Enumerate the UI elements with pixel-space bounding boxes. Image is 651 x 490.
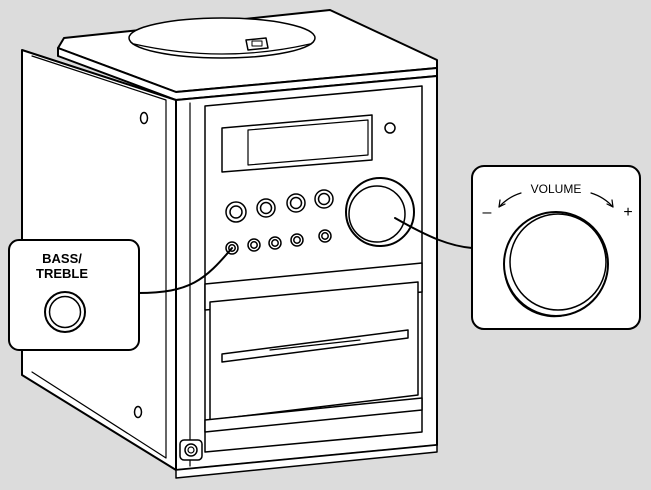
function-button[interactable] bbox=[256, 198, 276, 218]
remote-sensor bbox=[384, 122, 396, 134]
cd-lid bbox=[128, 17, 316, 59]
stereo-unit bbox=[21, 9, 438, 479]
volume-minus-sign: – bbox=[483, 204, 492, 221]
volume-arrowhead-left bbox=[498, 199, 506, 208]
side-panel-edge bbox=[31, 55, 167, 459]
bass-treble-button-zoom bbox=[44, 291, 86, 333]
volume-leader bbox=[394, 217, 473, 249]
small-button-2[interactable] bbox=[247, 238, 261, 252]
side-hole-top bbox=[139, 111, 149, 125]
power-button[interactable] bbox=[225, 201, 247, 223]
volume-arrowhead-right bbox=[606, 199, 614, 208]
cassette-slot-inner bbox=[269, 339, 361, 351]
play-button[interactable] bbox=[286, 193, 306, 213]
headphone-jack-inner bbox=[187, 446, 195, 454]
base-band bbox=[175, 444, 438, 479]
headphone-jack-plate bbox=[179, 439, 203, 461]
eject-tab bbox=[245, 37, 269, 51]
bass-treble-label-line1: BASS/ bbox=[42, 251, 82, 266]
volume-plus-sign: + bbox=[623, 204, 632, 221]
top-button-row bbox=[225, 189, 334, 223]
bass-treble-leader bbox=[137, 247, 233, 294]
volume-arrow-right bbox=[590, 192, 614, 208]
small-button-5[interactable] bbox=[318, 229, 332, 243]
volume-callout: VOLUME – + bbox=[394, 165, 641, 330]
bass-treble-callout: BASS/ TREBLE bbox=[8, 239, 233, 351]
small-button-3[interactable] bbox=[268, 236, 282, 250]
volume-knob-zoom bbox=[503, 211, 609, 318]
volume-arrow-left bbox=[498, 192, 522, 208]
display-screen bbox=[247, 119, 369, 166]
cd-lid-recess bbox=[133, 43, 311, 55]
stop-button[interactable] bbox=[314, 189, 334, 209]
cassette-slot bbox=[221, 329, 409, 363]
headphone-jack bbox=[184, 443, 198, 457]
cassette-window bbox=[209, 281, 419, 421]
tray-lip bbox=[204, 397, 423, 433]
bass-treble-label-line2: TREBLE bbox=[36, 266, 88, 281]
eject-tab-mark bbox=[251, 40, 263, 47]
volume-label: VOLUME bbox=[531, 182, 582, 196]
side-hole-bottom bbox=[133, 405, 143, 419]
volume-knob[interactable] bbox=[345, 177, 415, 247]
small-button-4[interactable] bbox=[290, 233, 304, 247]
small-button-row bbox=[225, 229, 332, 255]
